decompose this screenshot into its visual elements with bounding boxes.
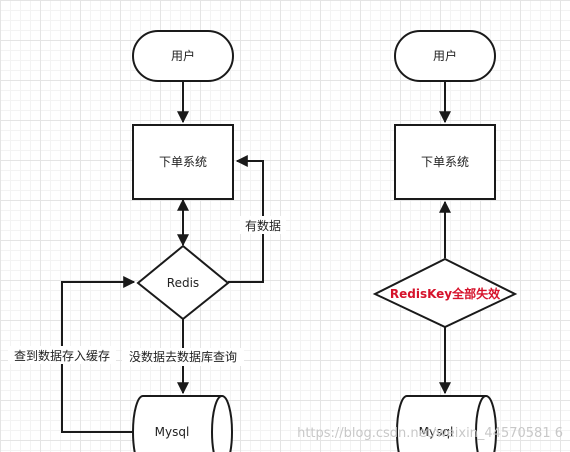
user-label-right: 用户 (433, 48, 457, 63)
user-node-left: 用户 (132, 30, 234, 82)
mysql-db-node-right: Mysql (396, 395, 497, 452)
redis-key-fail-label: RedisKey全部失效 (390, 286, 501, 301)
svg-text:查到数据存入缓存: 查到数据存入缓存 (14, 348, 110, 363)
redis-decision-node: Redis (136, 244, 230, 321)
svg-text:没数据去数据库查询: 没数据去数据库查询 (129, 349, 237, 364)
order-system-label-left: 下单系统 (159, 155, 207, 169)
user-node-right: 用户 (394, 30, 496, 82)
edge-label-store-cache: 查到数据存入缓存 (8, 346, 116, 364)
watermark: https://blog.csdn.net/weixin_44570581 6 (297, 426, 563, 441)
edge-label-no-data: 没数据去数据库查询 (122, 348, 244, 366)
user-label-left: 用户 (171, 48, 195, 63)
edge-label-has-data: 有数据 (240, 216, 286, 234)
redis-label: Redis (167, 276, 199, 290)
order-system-label-right: 下单系统 (421, 155, 469, 169)
mysql-db-node-left: Mysql (132, 395, 233, 452)
order-system-node-right: 下单系统 (394, 124, 496, 200)
mysql-label-right: Mysql (419, 425, 454, 439)
redis-key-fail-node: RedisKey全部失效 (372, 257, 518, 329)
mysql-label-left: Mysql (155, 425, 190, 439)
svg-text:有数据: 有数据 (245, 218, 281, 233)
order-system-node-left: 下单系统 (132, 124, 234, 200)
